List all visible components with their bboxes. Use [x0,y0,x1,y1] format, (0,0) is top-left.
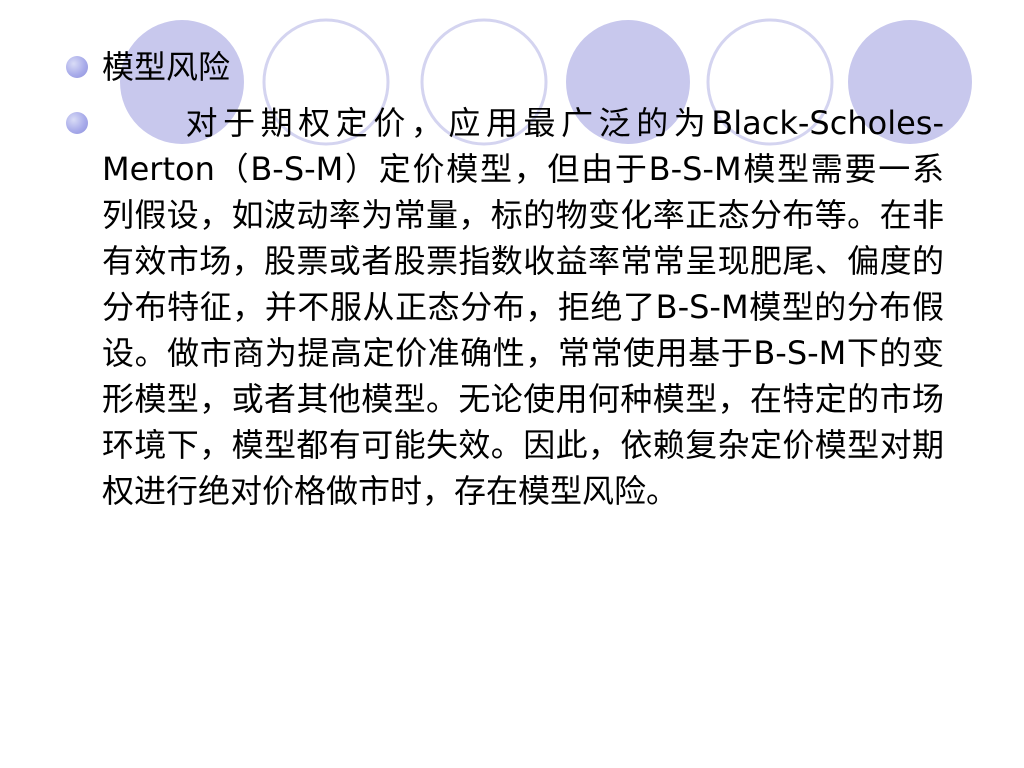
bullet-text: 对于期权定价，应用最广泛的为Black-Scholes-Merton（B-S-M… [102,104,944,510]
bullet-circle-icon [66,112,88,134]
slide-body: 模型风险 对于期权定价，应用最广泛的为Black-Scholes-Merton（… [64,44,944,514]
deco-circle-6 [848,20,972,144]
deco-circle-3 [420,18,548,146]
bullet-text: 模型风险 [102,48,231,86]
bullet-item-body: 对于期权定价，应用最广泛的为Black-Scholes-Merton（B-S-M… [64,100,944,514]
bullet-item-title: 模型风险 [64,44,944,90]
deco-circle-1 [120,20,244,144]
deco-circle-2 [262,18,390,146]
bullet-circle-icon [66,56,88,78]
deco-circle-4 [566,20,690,144]
deco-circle-5 [706,18,834,146]
